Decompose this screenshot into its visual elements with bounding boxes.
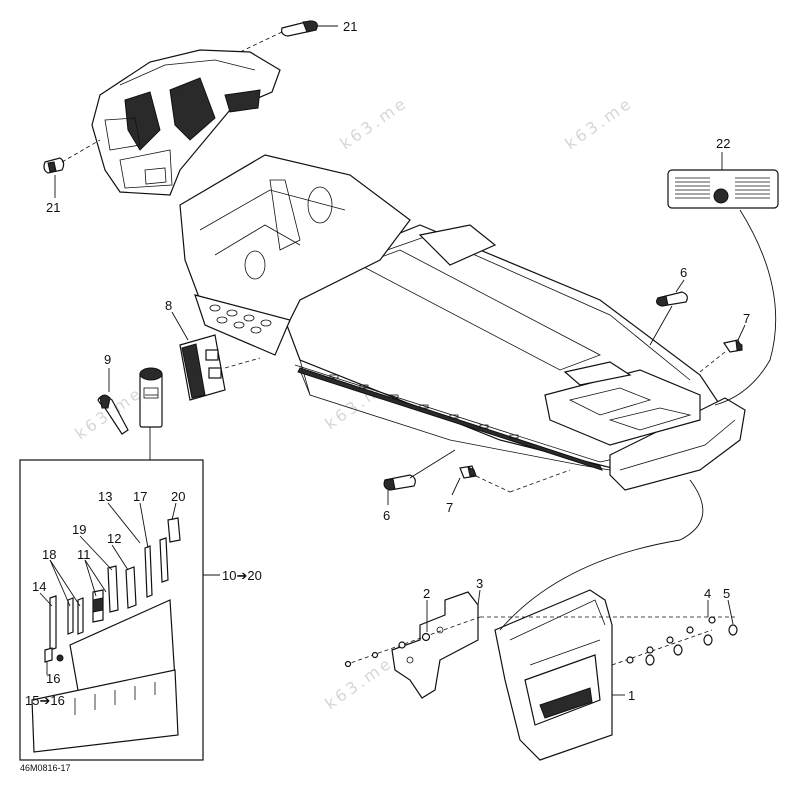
callout-8: 8: [165, 298, 172, 313]
warning-label-part: [667, 152, 779, 406]
chassis-frame: [179, 154, 746, 491]
callout-6-lower: 6: [383, 508, 390, 523]
callout-15-16: 15➔16: [25, 693, 65, 708]
toolkit-pouch: [139, 367, 163, 428]
fastener-row-2: [344, 616, 481, 668]
bumper-21-upper: [281, 20, 338, 37]
strap-9-part: [97, 368, 129, 435]
callout-21-lower: 21: [46, 200, 60, 215]
callout-5: 5: [723, 586, 730, 601]
fastener-row-4: [426, 589, 738, 696]
callout-2: 2: [423, 586, 430, 601]
callout-7-upper: 7: [743, 311, 750, 326]
reflector-7-upper: [699, 324, 746, 373]
callout-22: 22: [716, 136, 730, 151]
watermark-text: k63.me: [561, 93, 636, 153]
callout-6-upper: 6: [680, 265, 687, 280]
watermark-text: k63.me: [321, 653, 396, 713]
callout-3: 3: [476, 576, 483, 591]
callout-10-20: 10➔20: [222, 568, 262, 583]
callout-18: 18: [42, 547, 56, 562]
rear-flap-1: [494, 589, 613, 761]
callout-4: 4: [704, 586, 711, 601]
callout-1: 1: [628, 688, 635, 703]
nose-panel-part: [91, 49, 281, 196]
callout-17: 17: [133, 489, 147, 504]
watermark-text: k63.me: [336, 93, 411, 153]
reflector-7-lower: [451, 465, 571, 496]
callout-11: 11: [77, 547, 91, 562]
figure-code: 46M0816-17: [20, 763, 71, 773]
toolkit-box: [19, 459, 220, 761]
callout-7-lower: 7: [446, 500, 453, 515]
callout-9: 9: [104, 352, 111, 367]
callout-21-upper: 21: [343, 19, 357, 34]
callout-12: 12: [107, 531, 121, 546]
callout-labels: 21 21 22 6 7 8 9 6 7 13 17 20 19 12 18 1…: [20, 19, 750, 773]
callout-16: 16: [46, 671, 60, 686]
module-8-part: [171, 311, 261, 401]
callout-19: 19: [72, 522, 86, 537]
reflector-6-upper: [649, 279, 688, 346]
bumper-21-lower: [43, 157, 65, 198]
hitch-plate-3: [391, 591, 479, 699]
callout-14: 14: [32, 579, 46, 594]
callout-20: 20: [171, 489, 185, 504]
reflector-6-lower: [383, 449, 456, 505]
callout-13: 13: [98, 489, 112, 504]
